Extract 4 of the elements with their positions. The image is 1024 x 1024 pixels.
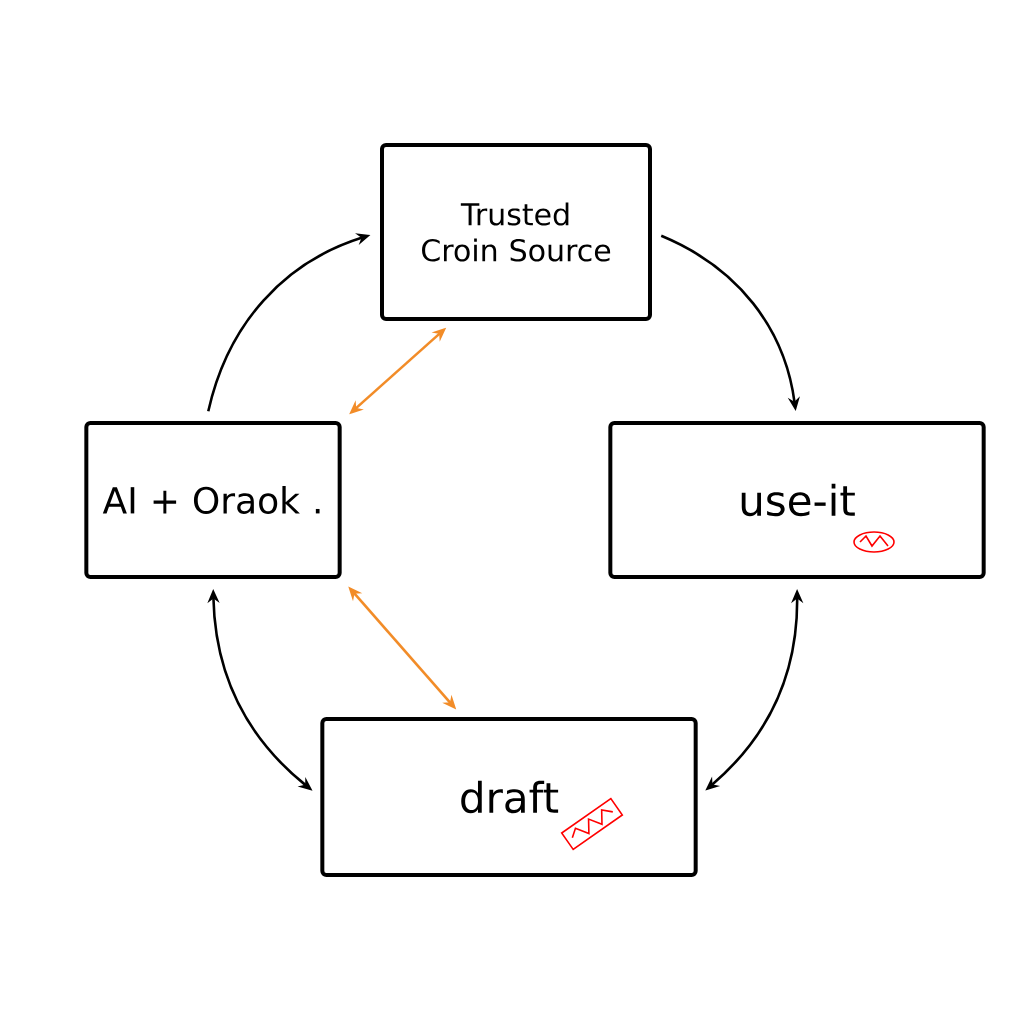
process-box: Trusted Croin Source [380,143,652,321]
process-box: use-it [608,421,986,579]
process-box: AI + Oraok . [84,421,342,579]
process-box: draft [320,717,698,877]
